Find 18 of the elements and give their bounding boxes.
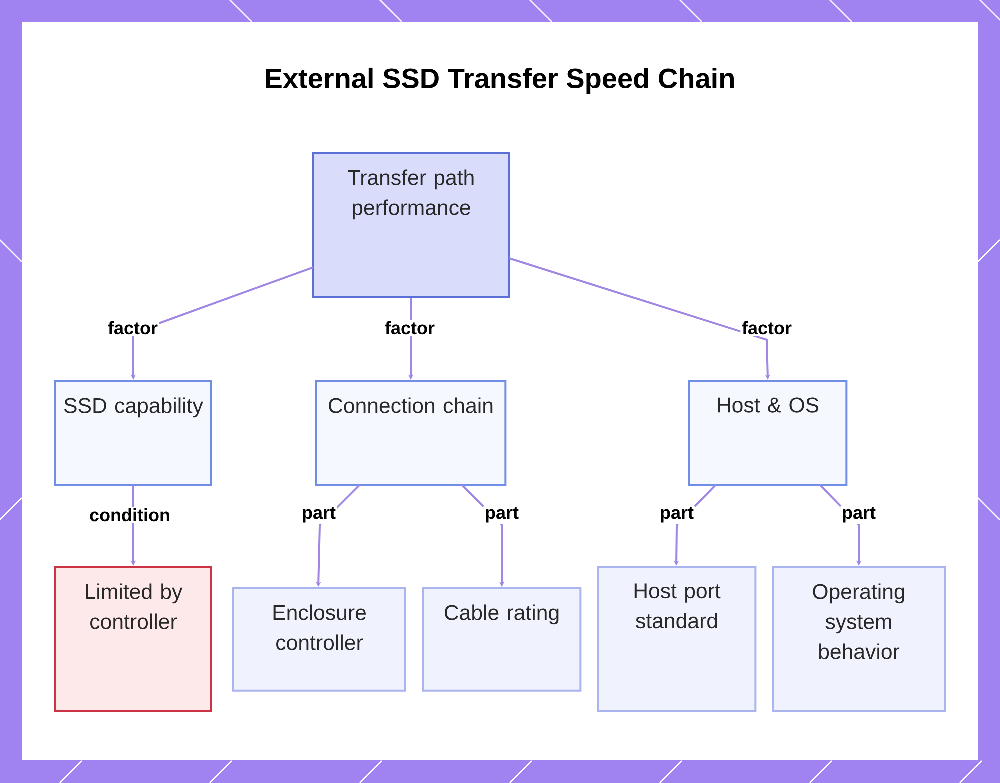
edge-label: part	[840, 506, 878, 524]
edge-label: factor	[384, 320, 436, 336]
process-box: SSD capability	[54, 380, 212, 486]
process-box: Operating system behavior	[772, 566, 946, 712]
process-box: Transfer path performance	[312, 152, 510, 298]
process-box: Cable rating	[422, 587, 582, 692]
edge-label: condition	[88, 507, 172, 523]
process-box: Connection chain	[315, 380, 507, 486]
warning-box: Limited by controller	[54, 566, 212, 712]
edge-label: part	[658, 506, 696, 524]
edge-label: factor	[740, 320, 794, 336]
edge-label: factor	[106, 320, 160, 336]
title: External SSD Transfer Speed Chain	[266, 68, 734, 94]
process-box: Host & OS	[688, 380, 848, 486]
edge-label: part	[300, 506, 338, 524]
process-box: Enclosure controller	[232, 587, 406, 692]
edge-label: part	[484, 506, 520, 524]
process-box: Host port standard	[597, 566, 757, 712]
